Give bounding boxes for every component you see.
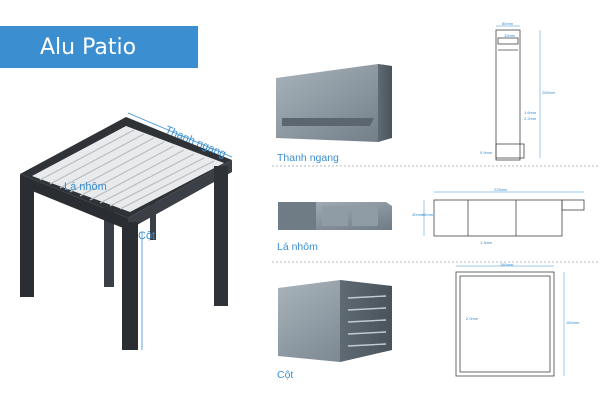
dim-post-thickness: 2.0mm	[466, 316, 479, 321]
dim-beam-height: 265mm	[542, 90, 556, 95]
dim-beam-t1: 1.6mm	[524, 110, 537, 115]
post-profile-drawing	[455, 265, 565, 377]
page-title: Alu Patio	[40, 34, 137, 60]
dim-louver-width: 225mm	[494, 187, 508, 192]
louver-profile-drawing	[423, 191, 585, 237]
dim-post-width: 180mm	[500, 262, 514, 267]
beam-label: Thanh ngang	[277, 152, 339, 164]
rear-post-left	[104, 195, 114, 287]
louver-label: Lá nhôm	[277, 241, 318, 253]
pergola-illustration	[20, 112, 233, 350]
beam-profile-drawing	[495, 25, 541, 161]
beam-profile-3d	[276, 64, 392, 142]
louver-field	[32, 126, 224, 212]
dim-beam-inner: 10mm	[504, 33, 516, 38]
dim-louver-thickness: 1.3mm	[480, 240, 493, 245]
dim-beam-t2: 2.2mm	[524, 116, 537, 121]
dim-post-height: 180mm	[566, 320, 580, 325]
louver-slats	[39, 129, 215, 210]
title-banner: Alu Patio	[0, 26, 198, 68]
dim-beam-top: 80mm	[502, 21, 514, 26]
post-label-3d: Cột	[138, 230, 156, 242]
dim-louver-height-2: 46mm	[422, 212, 434, 217]
post-profile-3d	[278, 280, 392, 362]
louver-label-3d: Lá nhôm	[64, 181, 107, 193]
dim-louver-height: 40mm	[412, 212, 424, 217]
front-post-middle	[122, 222, 138, 350]
side-beam	[128, 160, 232, 230]
post-label: Cột	[277, 369, 294, 381]
front-beam	[20, 174, 128, 230]
dim-beam-bottom: 0.9mm	[480, 150, 493, 155]
louver-profile-3d	[278, 202, 392, 230]
beam-dim-line	[127, 112, 233, 158]
front-post-left	[20, 180, 34, 297]
front-post-right	[214, 166, 228, 306]
rear-post-right	[150, 200, 156, 240]
